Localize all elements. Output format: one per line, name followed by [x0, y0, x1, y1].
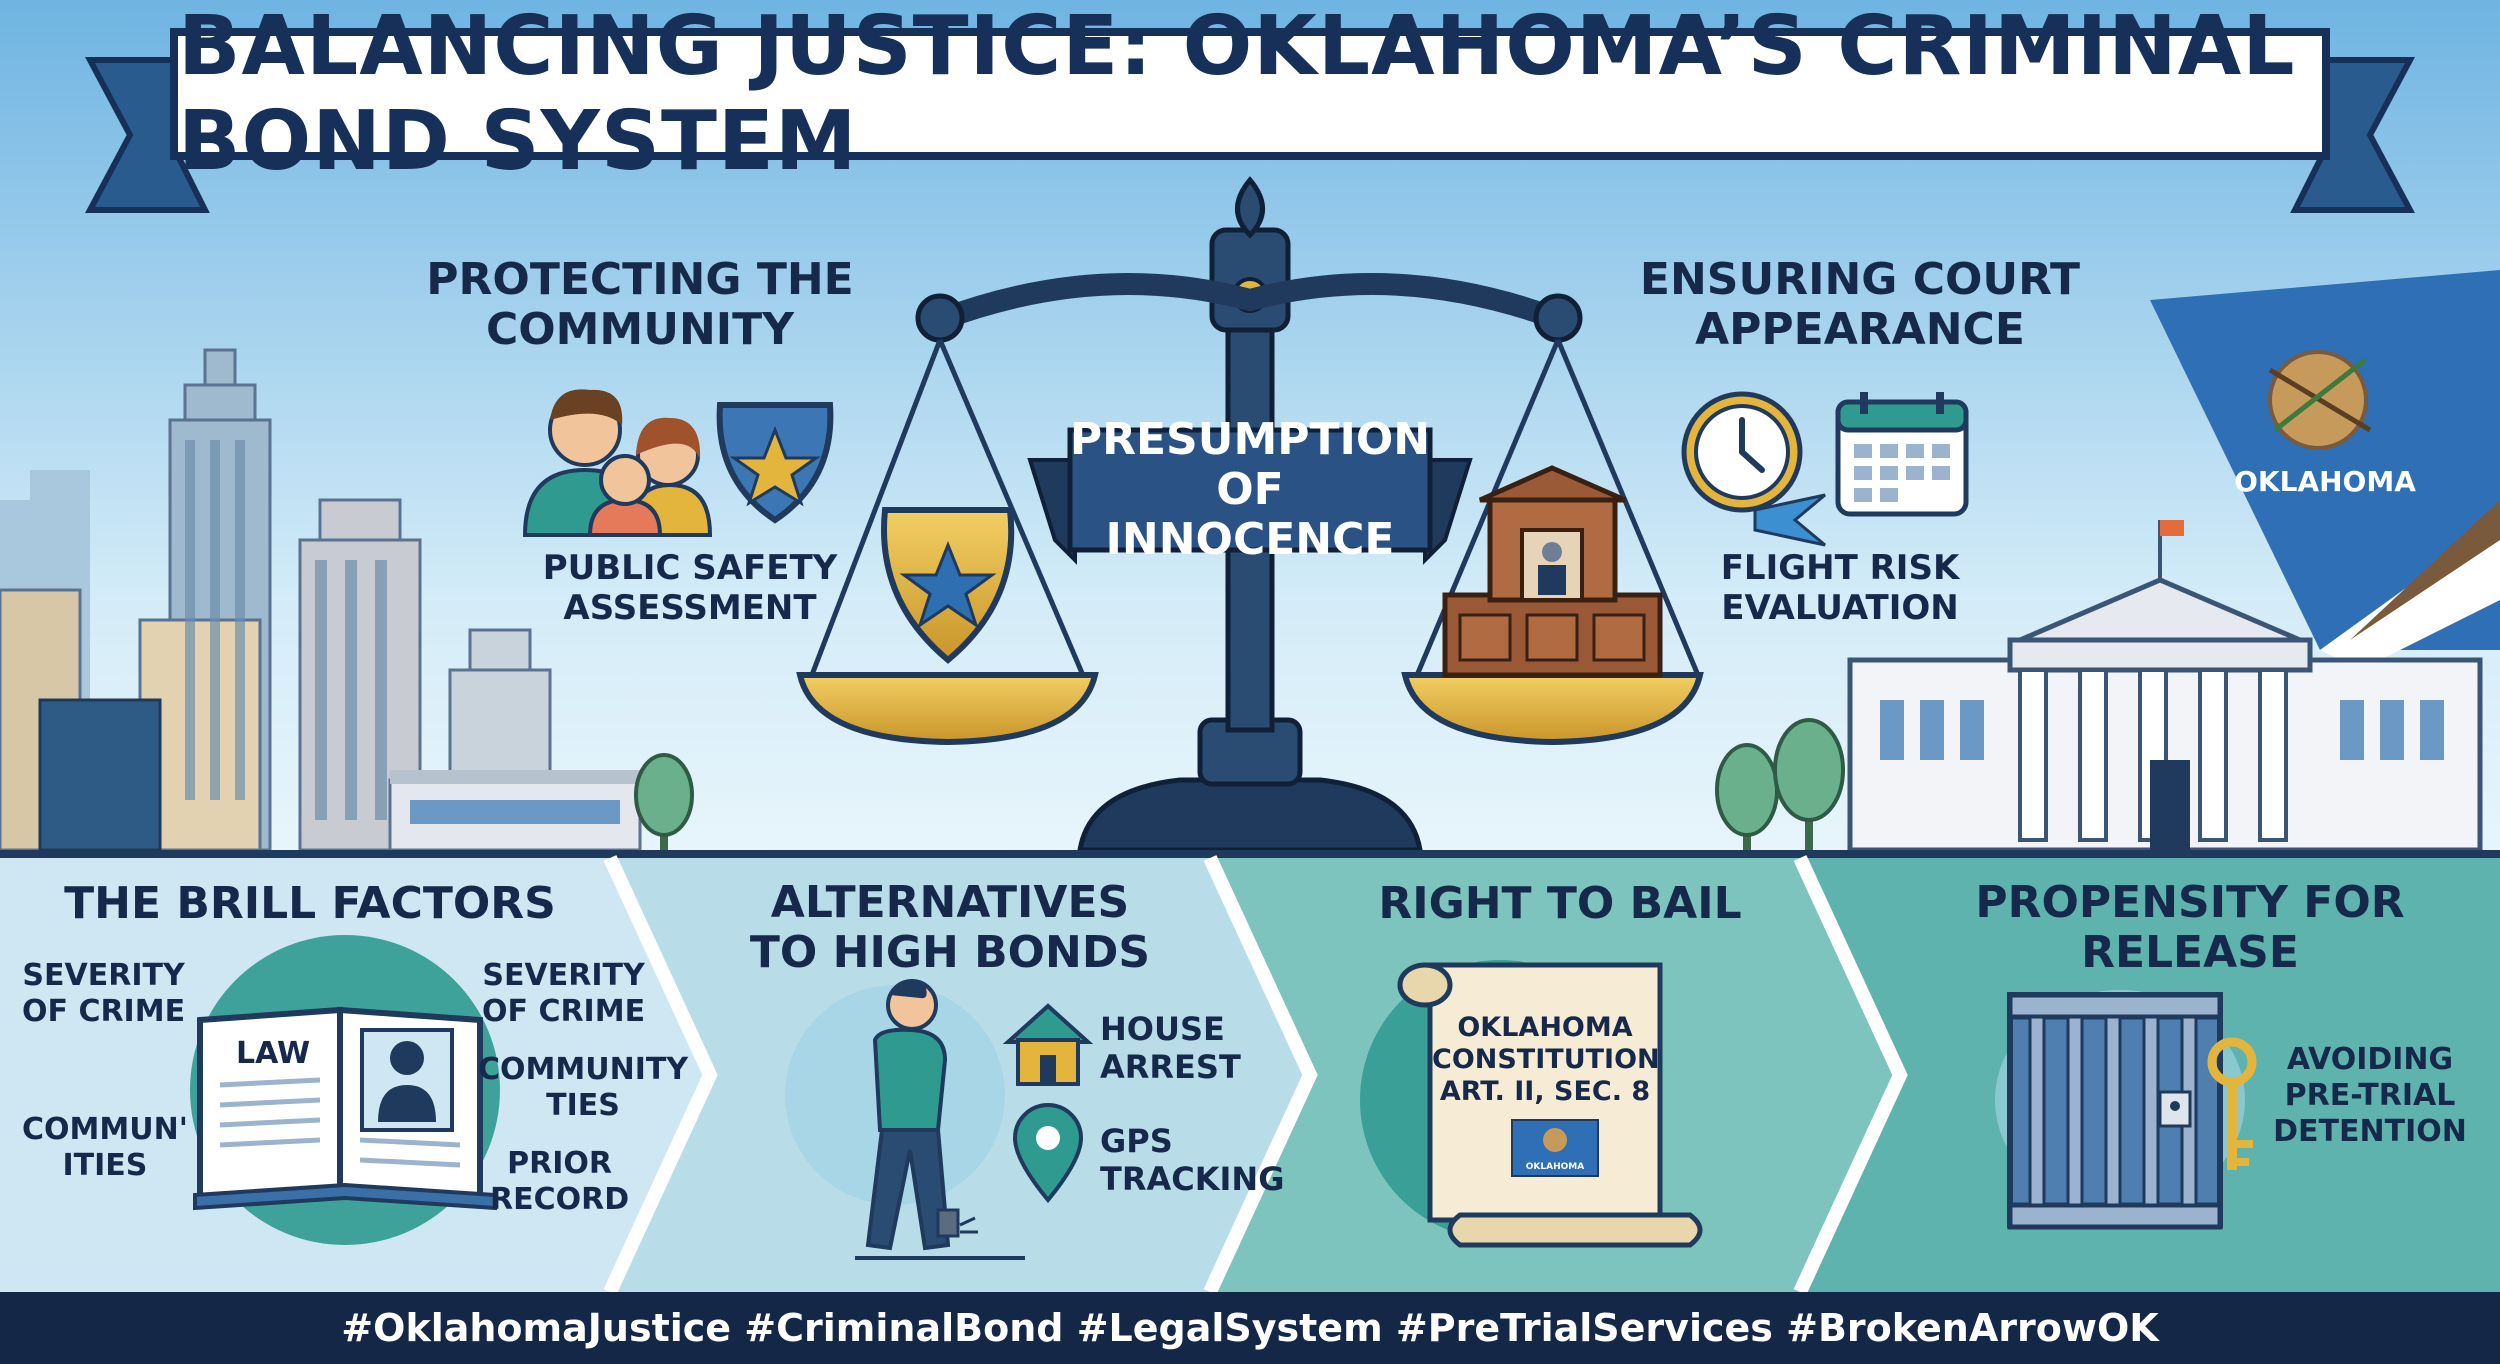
constitution-scroll-icon	[1360, 960, 1703, 1248]
city-windows	[185, 440, 387, 820]
constitution-line: CONSTITUTION	[1432, 1044, 1660, 1075]
factor-communities: COMMUN' ITIES	[22, 1112, 188, 1184]
caption-line: AVOIDING	[2286, 1042, 2454, 1077]
right-to-bail-heading: RIGHT TO BAIL	[1378, 878, 1742, 929]
caption-line: PRE-TRIAL	[2284, 1078, 2456, 1113]
caption-line: EVALUATION	[1721, 588, 1959, 628]
factor-line: OF CRIME	[22, 994, 186, 1029]
caption-line: PUBLIC SAFETY	[542, 548, 838, 588]
factor-community-ties: COMMUNITY TIES	[478, 1052, 688, 1124]
alt-line: GPS	[1100, 1122, 1173, 1160]
book-label: LAW	[236, 1036, 311, 1071]
factor-prior-record: PRIOR RECORD	[490, 1146, 629, 1218]
ribbon-line-1: PRESUMPTION	[1069, 414, 1431, 465]
heading-line: TO HIGH BONDS	[749, 927, 1151, 978]
caption-line: FLIGHT RISK	[1720, 548, 1960, 588]
factor-line: COMMUNITY	[478, 1052, 689, 1087]
heading-line: PROTECTING THE	[426, 254, 854, 305]
map-pin-icon	[1012, 1103, 1084, 1204]
factor-severity-left: SEVERITY OF CRIME	[22, 958, 185, 1030]
constitution-line: OKLAHOMA	[1457, 1012, 1633, 1043]
factor-line: OF CRIME	[482, 994, 646, 1029]
house-icon	[1002, 1003, 1094, 1086]
constitution-text: OKLAHOMA CONSTITUTION ART. II, SEC. 8	[1432, 1012, 1660, 1108]
heading-line: ENSURING COURT	[1639, 254, 2081, 305]
factor-line: SEVERITY	[22, 958, 185, 993]
key-icon	[2207, 1037, 2257, 1170]
center-ribbon: PRESUMPTION OF INNOCENCE	[1070, 415, 1430, 565]
avoiding-detention-caption: AVOIDING PRE-TRIAL DETENTION	[2270, 1042, 2470, 1150]
constitution-line: ART. II, SEC. 8	[1439, 1076, 1651, 1107]
page-title: BALANCING JUSTICE: OKLAHOMA’S CRIMINAL B…	[178, 0, 2296, 189]
clock-icon	[1681, 391, 1803, 513]
shield-icon	[716, 402, 834, 524]
hashtag-footer: #OklahomaJustice #CriminalBond #LegalSys…	[0, 1292, 2500, 1364]
title-banner: BALANCING JUSTICE: OKLAHOMA’S CRIMINAL B…	[170, 0, 2330, 189]
ribbon-line-2: OF INNOCENCE	[1105, 464, 1395, 565]
caption-line: ASSESSMENT	[563, 588, 817, 628]
heading-line: ALTERNATIVES	[770, 877, 1130, 928]
court-appearance-heading: ENSURING COURT APPEARANCE	[1620, 255, 2100, 355]
protecting-community-heading: PROTECTING THE COMMUNITY	[400, 255, 880, 355]
horizon-line	[0, 850, 2500, 858]
trees-left	[634, 753, 694, 850]
public-safety-caption: PUBLIC SAFETY ASSESSMENT	[500, 548, 880, 628]
alt-gps-tracking: GPS TRACKING	[1100, 1122, 1284, 1198]
center-ribbon-shape	[1027, 427, 1473, 565]
person-ankle-monitor-icon	[785, 979, 1025, 1260]
oklahoma-flag	[2150, 270, 2500, 670]
mini-flag-label: OKLAHOMA	[1525, 1162, 1585, 1172]
flight-risk-caption: FLIGHT RISK EVALUATION	[1680, 548, 2000, 628]
calendar-icon	[1835, 392, 1969, 517]
heading-line: APPEARANCE	[1695, 304, 2025, 355]
scales-of-justice	[796, 176, 1704, 853]
family-icon	[522, 389, 713, 537]
courthouse	[1847, 520, 2483, 853]
factor-line: COMMUN'	[22, 1112, 188, 1147]
alt-house-arrest: HOUSE ARREST	[1100, 1010, 1241, 1086]
heading-line: COMMUNITY	[485, 304, 795, 355]
trees-right	[1715, 718, 1845, 850]
factor-line: RECORD	[490, 1182, 630, 1217]
factor-line: TIES	[546, 1088, 620, 1123]
factor-line: PRIOR	[507, 1146, 612, 1181]
alt-line: ARREST	[1100, 1048, 1241, 1086]
alt-line: HOUSE	[1100, 1010, 1225, 1048]
heading-line: RELEASE	[2081, 927, 2299, 978]
factor-line: ITIES	[62, 1148, 148, 1183]
jail-cell-icon	[1995, 990, 2245, 1230]
alt-line: TRACKING	[1100, 1160, 1285, 1198]
flag-label: OKLAHOMA	[2234, 465, 2416, 498]
law-book-icon	[190, 935, 500, 1245]
brill-factors-heading: THE BRILL FACTORS	[64, 878, 556, 929]
factor-line: SEVERITY	[482, 958, 645, 993]
propensity-release-heading: PROPENSITY FOR RELEASE	[1910, 878, 2470, 978]
caption-line: DETENTION	[2273, 1114, 2467, 1149]
factor-severity-right: SEVERITY OF CRIME	[482, 958, 645, 1030]
alternatives-heading: ALTERNATIVES TO HIGH BONDS	[690, 878, 1210, 978]
airplane-icon	[1753, 493, 1826, 547]
heading-line: PROPENSITY FOR	[1975, 877, 2405, 928]
hashtags: #OklahomaJustice #CriminalBond #LegalSys…	[341, 1306, 2159, 1350]
